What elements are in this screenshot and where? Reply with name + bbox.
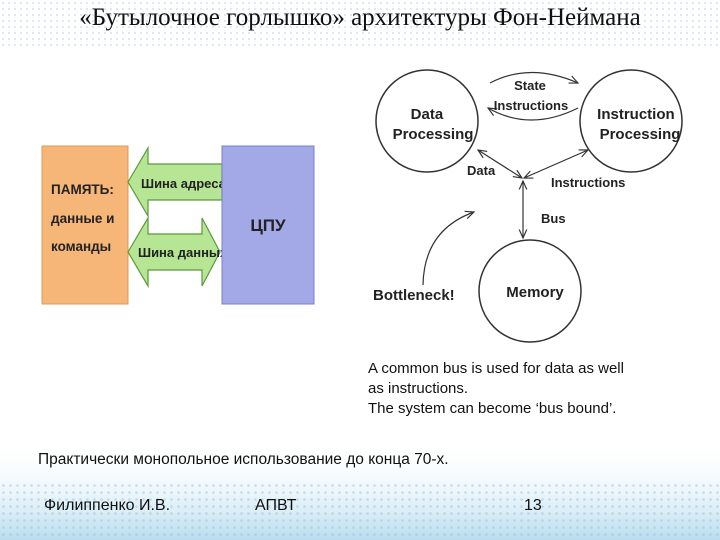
data-processing-label: Data Processing — [393, 106, 474, 143]
note-text: Практически монопольное использование до… — [38, 451, 449, 468]
instructions-arrow — [524, 150, 588, 178]
data-processing-circle — [375, 69, 479, 173]
memory-circle-label: Memory — [506, 284, 564, 301]
data-bus-arrow — [127, 215, 221, 289]
instruction-processing-circle — [579, 69, 683, 173]
instructions-label: Instructions — [551, 175, 625, 190]
page-title: «Бутылочное горлышко» архитектуры Фон-Не… — [79, 4, 641, 31]
cpu-label: ЦПУ — [250, 216, 286, 235]
data-label: Data — [467, 163, 496, 178]
cpu-block — [221, 145, 315, 305]
instruction-processing-label: Instruction Processing — [597, 106, 680, 143]
state-arrow — [489, 71, 578, 84]
memory-block — [41, 145, 129, 305]
data-arrow — [478, 150, 522, 178]
header-decoration — [0, 0, 720, 48]
footer-course: АПВТ — [255, 497, 297, 514]
memory-circle — [478, 239, 582, 343]
caption-line: as instructions. — [368, 380, 469, 397]
footer-page-number: 13 — [524, 497, 542, 514]
memory-label: ПАМЯТЬ: данные и команды — [51, 182, 118, 254]
state-label: State — [514, 78, 546, 93]
footer-decoration — [0, 440, 720, 540]
caption-line: The system can become ‘bus bound’. — [368, 400, 617, 417]
address-bus-label: Шина адреса — [141, 176, 227, 191]
data-bus-label: Шина данных — [138, 245, 228, 260]
caption: A common bus is used for data as well as… — [368, 359, 698, 419]
bottleneck-arrow — [422, 212, 474, 286]
footer-author: Филиппенко И.В. — [44, 497, 171, 514]
instructions-top-label: Instructions — [494, 98, 568, 113]
bus-label: Bus — [541, 211, 566, 226]
instructions-top-arrow — [488, 108, 579, 121]
bottleneck-label: Bottleneck! — [373, 287, 455, 304]
caption-line: A common bus is used for data as well — [368, 360, 624, 377]
